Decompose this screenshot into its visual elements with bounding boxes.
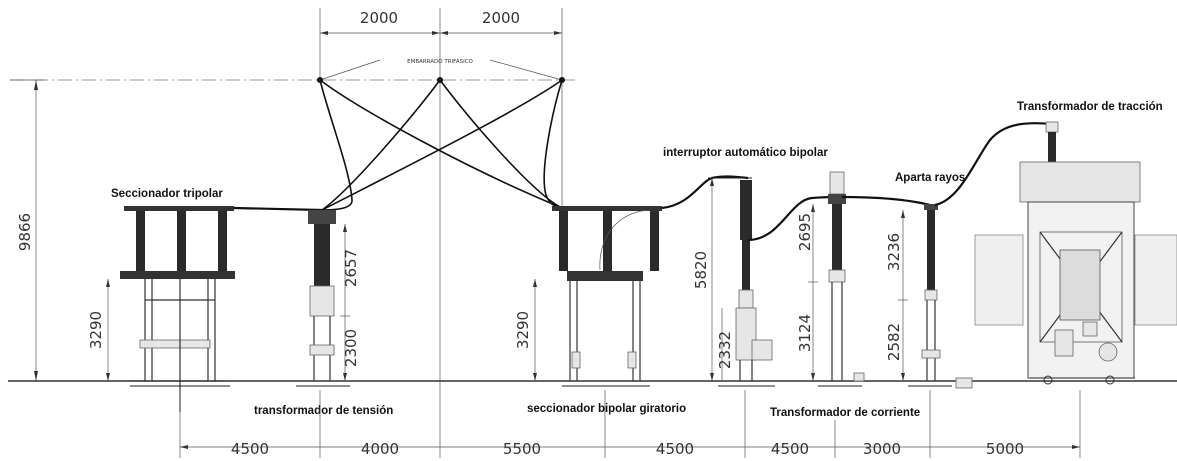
- seccionador-tripolar: [120, 206, 235, 412]
- label-interruptor: interruptor automático bipolar: [663, 147, 828, 159]
- transformador-corriente: [818, 171, 865, 387]
- dim-tension-top: 2657: [342, 249, 360, 287]
- dim-corriente: [808, 204, 818, 381]
- busbar-conductors: [317, 77, 565, 211]
- seccionador-bipolar: [552, 206, 662, 387]
- bottom-dimension-lines: [179, 390, 1081, 458]
- conductor-tripolar: [233, 206, 323, 212]
- dim-bipolar: [533, 279, 537, 381]
- label-aparta-rayos: Aparta rayos: [895, 172, 965, 184]
- top-dimension-lines: [319, 8, 563, 420]
- dim-interruptor-top: 5820: [692, 251, 710, 289]
- conductor-corriente-aparta: [841, 195, 931, 207]
- dim-bottom-5: 4500: [771, 440, 809, 458]
- transformador-traccion: [974, 121, 1177, 385]
- interruptor-bipolar: [708, 177, 775, 387]
- dim-aparta: [898, 210, 908, 381]
- dim-top-left: 2000: [360, 9, 398, 27]
- dim-tripolar-height: 3290: [87, 311, 105, 349]
- dim-tension-bottom: 2300: [342, 329, 360, 367]
- dim-corriente-bottom: 3124: [796, 314, 814, 352]
- conductor-bipolar-interruptor: [661, 175, 749, 210]
- dim-bottom-1: 4500: [231, 440, 269, 458]
- label-transformador-traccion: Transformador de tracción: [1017, 101, 1163, 113]
- dim-aparta-bottom: 2582: [885, 323, 903, 361]
- transformador-tension: [296, 210, 350, 387]
- label-seccionador-tripolar: Seccionador tripolar: [111, 188, 223, 200]
- dim-tension: [340, 224, 350, 381]
- label-seccionador-bipolar: seccionador bipolar giratorio: [527, 403, 686, 415]
- dim-bottom-7: 5000: [986, 440, 1024, 458]
- height-dimension-left: [10, 79, 45, 381]
- dim-bottom-4: 4500: [656, 440, 694, 458]
- dim-bottom-2: 4000: [361, 440, 399, 458]
- dim-interruptor: [710, 178, 723, 381]
- dim-corriente-top: 2695: [796, 213, 814, 251]
- dim-total-height: 9866: [16, 213, 34, 251]
- dim-top-right: 2000: [482, 9, 520, 27]
- dim-bottom-6: 3000: [863, 440, 901, 458]
- dim-bottom-3: 5500: [503, 440, 541, 458]
- dim-interruptor-bottom: 2332: [716, 331, 734, 369]
- label-transformador-corriente: Transformador de corriente: [770, 407, 920, 419]
- busbar-label: EMBARRADO TRIFÁSICO: [407, 58, 473, 65]
- dim-bipolar-height: 3290: [514, 311, 532, 349]
- conductor-interruptor-corriente: [747, 195, 837, 242]
- dim-tripolar: [106, 279, 110, 381]
- label-transformador-tension: transformador de tensión: [254, 405, 393, 417]
- conductor-aparta-traccion: [934, 122, 1053, 207]
- dim-aparta-top: 3236: [885, 233, 903, 271]
- aparta-rayos: [908, 204, 973, 389]
